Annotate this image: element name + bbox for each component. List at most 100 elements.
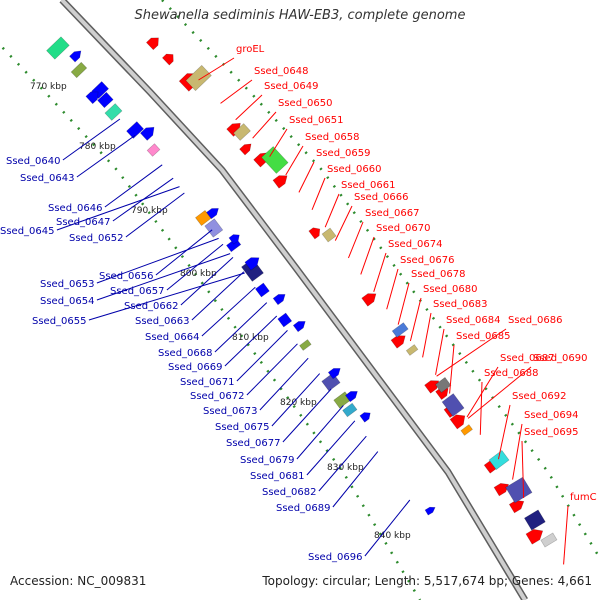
reverse-gene (345, 391, 358, 403)
left-leader-line (96, 237, 219, 284)
right-gene-label: Ssed_0676 (400, 255, 455, 266)
right-gene-label: Ssed_0685 (456, 331, 511, 342)
reverse-gene-block (70, 61, 88, 79)
right-gene-label: Ssed_0695 (524, 427, 579, 438)
left-gene-label: Ssed_0653 (40, 279, 95, 290)
forward-gene-block (441, 393, 465, 417)
forward-gene (361, 293, 377, 307)
left-gene-label: Ssed_0645 (0, 226, 55, 237)
forward-gene (239, 143, 252, 156)
right-gene-label: Ssed_0660 (327, 164, 382, 175)
left-leader-line (306, 420, 356, 476)
left-gene-label: Ssed_0671 (180, 377, 235, 388)
right-gene-label: Ssed_0659 (316, 148, 371, 159)
left-leader-line (296, 405, 344, 460)
reverse-gene-block (126, 121, 145, 139)
left-leader-line (88, 272, 245, 321)
right-gene-label: Ssed_0666 (354, 192, 409, 203)
right-gene-label: Ssed_0648 (254, 66, 309, 77)
right-gene-label: Ssed_0690 (533, 353, 588, 364)
right-leader-line (386, 268, 399, 310)
left-leader-line (56, 186, 180, 231)
forward-gene-block (391, 322, 409, 338)
left-gene-label: Ssed_0681 (250, 471, 305, 482)
forward-gene-block (261, 146, 289, 174)
reverse-gene (85, 91, 99, 105)
left-gene-label: Ssed_0664 (145, 332, 200, 343)
forward-gene-block (321, 227, 337, 243)
topology-label: Topology: circular; Length: 5,517,674 bp… (262, 574, 592, 588)
left-leader-line (364, 499, 411, 557)
left-gene-label: Ssed_0654 (40, 296, 95, 307)
reverse-gene-block (104, 103, 123, 121)
ruler-label: 820 kbp (280, 398, 317, 408)
left-gene-label: Ssed_0655 (32, 316, 87, 327)
reverse-gene-block (97, 91, 114, 109)
left-gene-label: Ssed_0662 (124, 301, 179, 312)
left-leader-line (224, 315, 278, 367)
right-leader-line (521, 440, 525, 499)
left-gene-label: Ssed_0646 (48, 203, 103, 214)
right-leader-line (311, 177, 326, 210)
right-leader-line (298, 161, 315, 193)
left-gene-label: Ssed_0643 (20, 173, 75, 184)
right-gene-label: Ssed_0658 (305, 132, 360, 143)
right-leader-line (466, 366, 499, 418)
left-gene-label: Ssed_0663 (135, 316, 190, 327)
reverse-gene-block (146, 143, 161, 157)
right-gene-label: Ssed_0694 (524, 410, 579, 421)
ruler-label: 830 kbp (327, 463, 364, 473)
right-gene-label: Ssed_0649 (264, 81, 319, 92)
reverse-gene (292, 321, 306, 333)
left-gene-label: Ssed_0682 (262, 487, 317, 498)
right-gene-label: Ssed_0661 (341, 180, 396, 191)
right-gene-label: Ssed_0674 (388, 239, 443, 250)
left-gene-label: Ssed_0673 (203, 406, 258, 417)
reverse-gene (424, 506, 436, 516)
ruler-label: 800 kbp (180, 269, 217, 279)
left-leader-line (246, 343, 298, 396)
reverse-gene (359, 412, 371, 423)
reverse-gene-block (277, 312, 293, 328)
backbone-line (60, 0, 527, 600)
forward-gene-block (505, 476, 533, 504)
left-leader-line (166, 243, 224, 291)
forward-gene (308, 227, 321, 240)
left-leader-line (155, 229, 213, 276)
right-gene-label: Ssed_0650 (278, 98, 333, 109)
reverse-gene (244, 257, 260, 271)
right-leader-line (563, 505, 569, 565)
forward-gene-block (405, 344, 419, 356)
forward-gene (449, 414, 466, 430)
forward-gene (145, 37, 159, 51)
right-gene-label: Ssed_0683 (433, 299, 488, 310)
ruler-label: 840 kbp (374, 531, 411, 541)
forward-gene-block (540, 532, 558, 548)
right-leader-line (497, 404, 511, 460)
left-leader-line (259, 357, 309, 411)
forward-gene-block (232, 123, 251, 141)
reverse-gene (228, 234, 240, 245)
right-leader-line (198, 57, 235, 81)
right-leader-line (220, 79, 253, 104)
right-gene-label: Ssed_0680 (423, 284, 478, 295)
forward-gene-block (523, 509, 546, 531)
reverse-gene-block (226, 237, 242, 253)
reverse-gene (206, 208, 219, 220)
forward-gene (525, 529, 544, 545)
left-gene-label: Ssed_0640 (6, 156, 61, 167)
reverse-gene-block (342, 402, 358, 418)
reverse-gene (327, 368, 341, 380)
right-leader-line (436, 328, 507, 377)
right-leader-line (235, 94, 263, 121)
right-gene-label: Ssed_0670 (376, 223, 431, 234)
right-leader-line (334, 205, 353, 241)
ruler-label: 810 kbp (232, 333, 269, 343)
reverse-gene (69, 50, 82, 63)
reverse-gene-block (254, 282, 270, 298)
reverse-gene-block (46, 36, 70, 60)
right-gene-label: Ssed_0667 (365, 208, 420, 219)
right-gene-label: Ssed_0678 (411, 269, 466, 280)
left-leader-line (104, 164, 163, 208)
forward-gene (161, 53, 174, 66)
